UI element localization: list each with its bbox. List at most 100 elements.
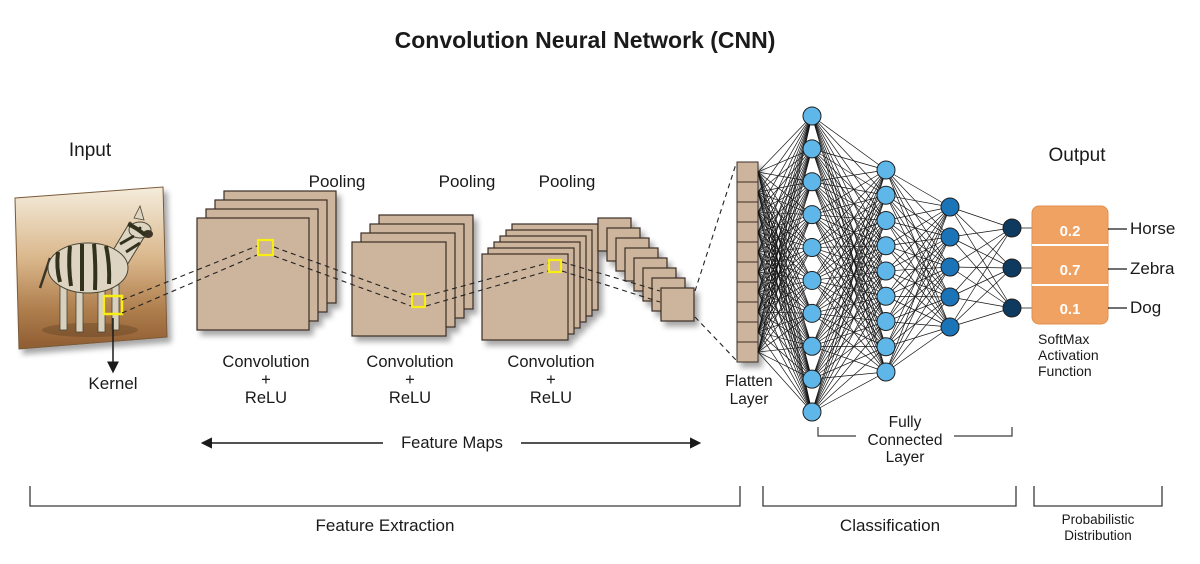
connection-line — [757, 181, 813, 313]
neuron — [802, 205, 822, 225]
connection-line — [811, 181, 887, 247]
connection-line — [811, 345, 887, 373]
connection-line — [885, 220, 951, 328]
connection-line — [811, 195, 887, 314]
connection-line — [811, 270, 887, 347]
connection-line — [811, 247, 887, 373]
connection-line — [757, 351, 813, 380]
neuron — [802, 270, 822, 290]
connection-line — [811, 296, 887, 380]
connection-line — [811, 148, 887, 246]
connection-line — [949, 206, 1013, 229]
neuron — [940, 257, 960, 277]
class-label-zebra: Zebra — [1130, 259, 1175, 278]
network-layer-3 — [940, 197, 960, 337]
connection-line — [811, 195, 887, 413]
input-label: Input — [69, 140, 112, 161]
connection-line — [949, 227, 1013, 298]
probability-value-horse: 0.2 — [1060, 223, 1081, 240]
neuron — [802, 238, 822, 258]
connection-line — [885, 245, 951, 298]
connection-line — [811, 321, 887, 380]
connection-line — [949, 227, 1013, 328]
page-title: Convolution Neural Network (CNN) — [395, 27, 776, 53]
connection-line — [949, 227, 1013, 238]
network-layer-2 — [876, 160, 896, 382]
conv-relu-label-2: Convolution + ReLU — [366, 353, 453, 407]
dashed-connector — [561, 270, 661, 303]
connection-line — [811, 181, 887, 221]
connection-line — [811, 245, 887, 380]
connection-line — [885, 295, 951, 328]
connection-line — [811, 169, 887, 183]
dashed-connector — [694, 163, 737, 292]
connection-line — [811, 181, 887, 297]
pooling-label-2: Pooling — [439, 172, 496, 191]
neuron — [876, 185, 896, 205]
connection-line — [811, 169, 887, 281]
connection-line — [885, 236, 951, 247]
connection-line — [885, 169, 951, 298]
feature-map-stack-4 — [597, 217, 695, 322]
probability-value-zebra: 0.7 — [1060, 262, 1081, 279]
connection-line — [757, 115, 813, 273]
connection-line — [811, 148, 887, 196]
connection-line — [757, 148, 813, 253]
svg-text:SoftMax: SoftMax — [1038, 331, 1089, 347]
output-label: Output — [1048, 145, 1106, 166]
neuron — [876, 362, 896, 382]
connection-line — [811, 169, 887, 215]
connection-line — [949, 296, 1013, 309]
connection-line — [811, 169, 887, 314]
svg-text:ReLU: ReLU — [389, 389, 431, 407]
dashed-connectors — [121, 163, 737, 361]
kernel-highlight-stack2 — [410, 292, 427, 309]
connection-line — [757, 115, 813, 353]
connection-line — [757, 148, 813, 313]
connection-line — [811, 214, 887, 297]
connection-line — [811, 195, 887, 347]
neuron — [802, 303, 822, 323]
network-layer-4 — [1002, 218, 1022, 318]
connection-line — [811, 148, 887, 272]
connection-line — [885, 236, 951, 347]
svg-text:Layer: Layer — [886, 449, 925, 466]
connection-line — [757, 115, 813, 193]
connection-line — [757, 214, 813, 353]
connection-line — [811, 214, 887, 373]
connection-line — [811, 280, 887, 348]
connection-line — [885, 266, 951, 373]
svg-text:Connected: Connected — [868, 432, 943, 449]
dashed-connector — [121, 254, 258, 314]
connection-line — [811, 295, 887, 314]
neuron — [876, 286, 896, 306]
flatten-cell — [736, 341, 759, 363]
neuron — [876, 236, 896, 256]
connection-line — [811, 296, 887, 413]
connection-line — [885, 321, 951, 328]
svg-text:+: + — [405, 371, 415, 389]
svg-text:Activation: Activation — [1038, 347, 1099, 363]
connection-line — [811, 245, 887, 314]
connection-line — [885, 236, 951, 272]
connection-line — [757, 280, 813, 353]
connection-line — [811, 115, 887, 246]
neuron — [1002, 218, 1022, 238]
svg-text:Convolution: Convolution — [507, 353, 594, 371]
connection-line — [811, 148, 887, 297]
dashed-connector — [694, 316, 737, 361]
connection-line — [811, 214, 887, 347]
network-layer-1 — [802, 106, 822, 422]
connection-line — [811, 280, 887, 373]
connection-line — [811, 214, 887, 322]
flatten-layer — [736, 161, 759, 363]
feature-map-stack-2 — [351, 214, 474, 337]
classification-bracket — [762, 486, 1017, 507]
connection-line — [885, 270, 951, 328]
dashed-connector — [273, 255, 412, 307]
connection-line — [811, 270, 887, 380]
class-label-dog: Dog — [1130, 298, 1161, 317]
neuron — [802, 172, 822, 192]
connection-line — [885, 206, 951, 347]
